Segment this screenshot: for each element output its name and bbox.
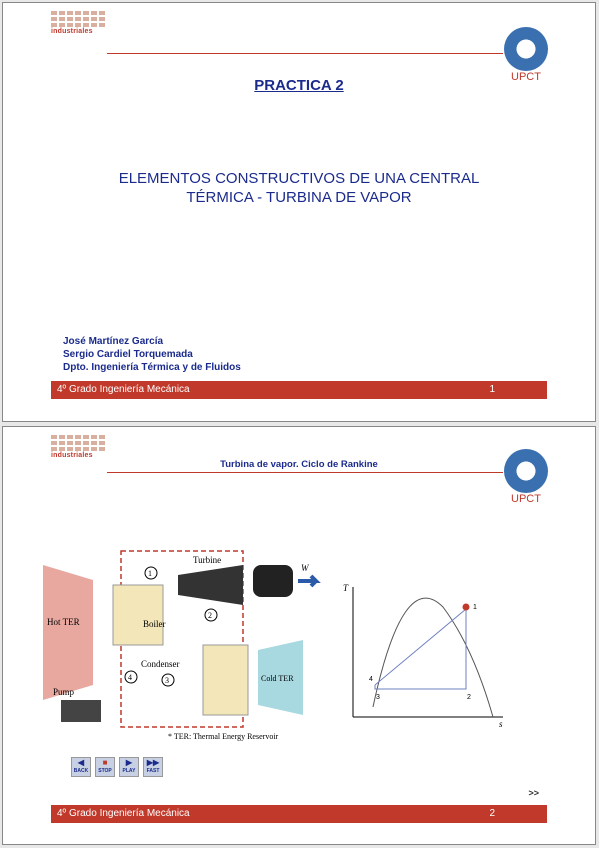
- hot-ter-label: Hot TER: [47, 617, 80, 627]
- s-axis-label: s: [499, 719, 503, 727]
- logo-left-word: industriales: [51, 452, 93, 459]
- upct-label: UPCT: [511, 71, 541, 83]
- industriales-logo: industriales: [51, 435, 107, 475]
- heading-line-1: ELEMENTOS CONSTRUCTIVOS DE UNA CENTRAL: [118, 170, 480, 187]
- ts-point-3-label: 3: [376, 694, 380, 701]
- author-line: José Martínez García: [63, 336, 164, 347]
- cold-ter-label: Cold TER: [261, 674, 294, 683]
- turbine-label: Turbine: [193, 555, 221, 565]
- page-number: 2: [489, 808, 495, 819]
- author-line: Sergio Cardiel Torquemada: [63, 349, 193, 360]
- footer-text: 4º Grado Ingeniería Mecánica: [57, 384, 190, 395]
- work-arrow-icon: [298, 574, 321, 588]
- state-1-point: [462, 603, 470, 611]
- state-2-label: 2: [208, 611, 212, 620]
- ts-point-2-label: 2: [467, 694, 471, 701]
- ter-footnote: * TER: Thermal Energy Reservoir: [168, 732, 279, 741]
- upct-logo: UPCT: [501, 449, 551, 505]
- generator: [253, 565, 293, 597]
- fast-button[interactable]: ▶▶FAST: [143, 757, 163, 777]
- cycle-heating: [374, 608, 467, 686]
- rankine-plant-diagram: Hot TER Boiler Turbine W Condenser Cold …: [43, 550, 321, 741]
- upct-emblem-icon: [504, 449, 548, 493]
- pump-label: Pump: [53, 687, 75, 697]
- slide-title: Turbina de vapor. Ciclo de Rankine: [220, 459, 378, 470]
- page-title: PRACTICA 2: [254, 77, 344, 94]
- upct-emblem-icon: [504, 27, 548, 71]
- page-number: 1: [489, 384, 495, 395]
- footer-bar: 4º Grado Ingeniería Mecánica 1: [51, 381, 547, 399]
- authors-block: José Martínez García Sergio Cardiel Torq…: [63, 335, 241, 374]
- slide-1: industriales UPCT PRACTICA 2 ELEMENTOS C…: [2, 2, 596, 422]
- author-line: Dpto. Ingeniería Térmica y de Fluidos: [63, 362, 241, 373]
- state-4-label: 4: [128, 673, 132, 682]
- upct-logo: UPCT: [501, 27, 551, 83]
- condenser: [202, 644, 249, 716]
- stop-button[interactable]: ■STOP: [95, 757, 115, 777]
- saturation-dome: [372, 597, 494, 718]
- turbine: [178, 565, 243, 605]
- state-1-label: 1: [148, 569, 152, 578]
- footer-bar: 4º Grado Ingeniería Mecánica 2: [51, 805, 547, 823]
- industriales-logo: industriales: [51, 11, 107, 51]
- footer-text: 4º Grado Ingeniería Mecánica: [57, 808, 190, 819]
- slide-heading: ELEMENTOS CONSTRUCTIVOS DE UNA CENTRAL T…: [43, 169, 555, 207]
- w-net-label: W: [301, 563, 310, 573]
- t-axis-label: T: [343, 583, 349, 593]
- cycle-path: [374, 609, 467, 690]
- header-rule: [107, 472, 503, 473]
- back-button[interactable]: ◀BACK: [71, 757, 91, 777]
- ts-point-1-label: 1: [473, 604, 477, 611]
- hot-reservoir: [43, 565, 93, 700]
- play-button[interactable]: ▶PLAY: [119, 757, 139, 777]
- boiler-label: Boiler: [143, 619, 166, 629]
- state-3-label: 3: [165, 676, 169, 685]
- ts-point-4-label: 4: [369, 676, 373, 683]
- header-rule: [107, 53, 503, 54]
- heading-line-2: TÉRMICA - TURBINA DE VAPOR: [186, 189, 412, 206]
- next-button[interactable]: >>: [528, 788, 539, 798]
- logo-left-word: industriales: [51, 28, 93, 35]
- cold-reservoir: [258, 640, 303, 715]
- ts-diagram: T s 1 2 3 4: [343, 583, 503, 727]
- boiler: [112, 584, 164, 646]
- upct-label: UPCT: [511, 493, 541, 505]
- slide-2: industriales UPCT Turbina de vapor. Cicl…: [2, 426, 596, 845]
- condenser-label: Condenser: [141, 659, 180, 669]
- pump: [61, 700, 101, 722]
